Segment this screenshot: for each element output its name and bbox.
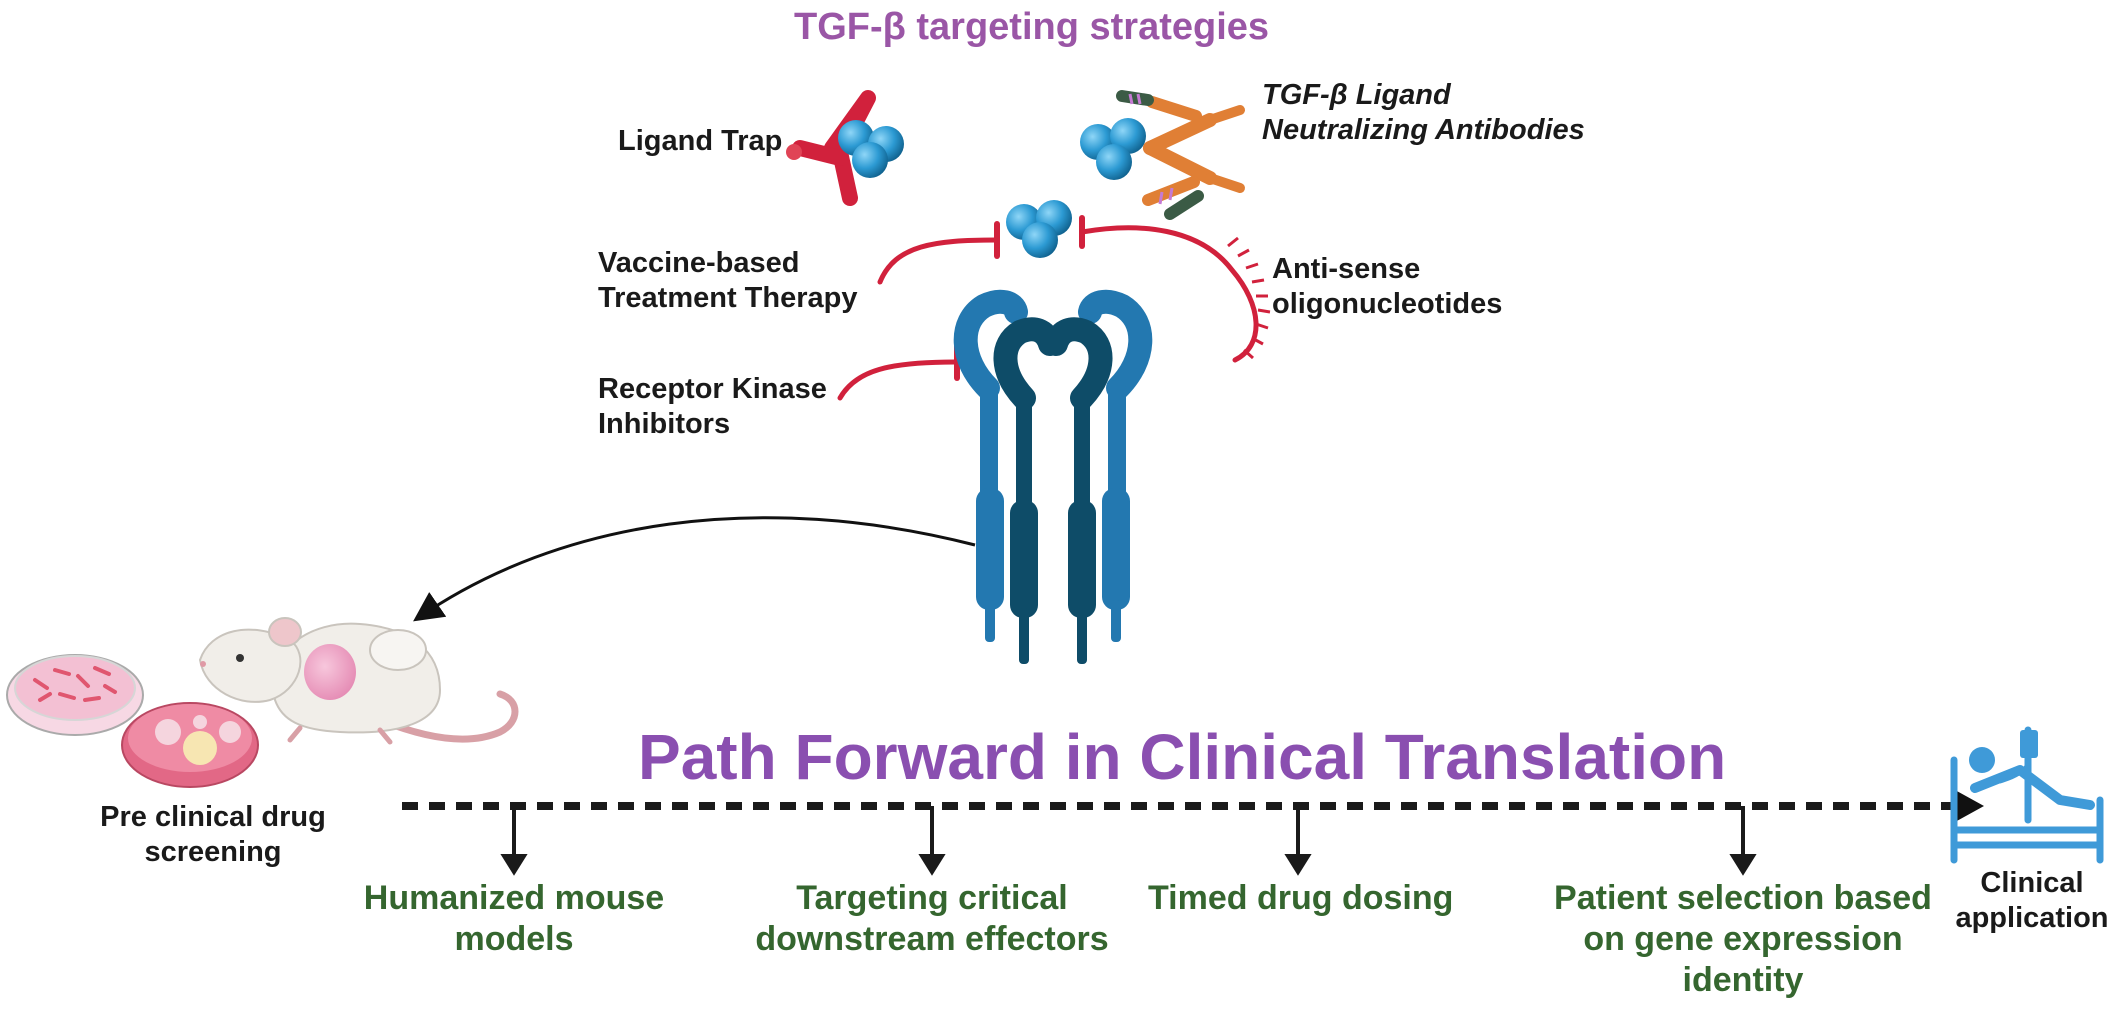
step-line: Humanized mouse	[363, 879, 665, 917]
preclinical-label-line-2: screening	[144, 836, 282, 869]
vaccine-label-line-1: Vaccine-based	[598, 247, 800, 279]
step-downstream-effectors: Targeting critical downstream effectors	[736, 878, 1128, 960]
step-timed-dosing: Timed drug dosing	[1148, 878, 1454, 919]
ligand-trap-icon	[786, 90, 904, 206]
antibodies-label: TGF-β Ligand Neutralizing Antibodies	[1262, 78, 1585, 149]
step-line: Targeting critical	[796, 879, 1068, 917]
antisense-oligo-icon	[1079, 215, 1271, 363]
antibodies-label-line-1: TGF-β Ligand	[1262, 79, 1451, 111]
clinical-label-line-1: Clinical	[1980, 867, 2084, 899]
kinase-inhibitor-line	[837, 343, 960, 401]
kinase-label-line-2: Inhibitors	[598, 408, 731, 441]
step-line: identity	[1682, 960, 1804, 999]
vaccine-label-line-2: Treatment Therapy	[598, 282, 858, 315]
clinical-label-line-2: application	[1955, 902, 2109, 935]
path-title: Path Forward in Clinical Translation	[638, 721, 1727, 793]
step-line: models	[454, 919, 574, 958]
antisense-label-line-2: oligonucleotides	[1272, 288, 1503, 321]
antibodies-label-line-2: Neutralizing Antibodies	[1262, 114, 1585, 147]
receptor-to-mouse-arrow	[413, 516, 976, 622]
step-arrows	[500, 806, 1757, 876]
antisense-label: Anti-sense oligonucleotides	[1272, 252, 1502, 323]
preclinical-label: Pre clinical drug screening	[78, 800, 348, 871]
ligand-trap-label: Ligand Trap	[618, 125, 783, 157]
receptor-icon	[953, 289, 1153, 664]
clinical-label: Clinical application	[1950, 866, 2114, 937]
antisense-label-line-1: Anti-sense	[1272, 253, 1421, 285]
hospital-bed-icon	[1950, 726, 2104, 864]
vaccine-label: Vaccine-based Treatment Therapy	[598, 246, 857, 317]
preclinical-label-line-1: Pre clinical drug	[100, 801, 326, 833]
step-line: on gene expression	[1583, 919, 1903, 958]
step-line: Timed drug dosing	[1148, 879, 1454, 917]
kinase-label: Receptor Kinase Inhibitors	[598, 372, 827, 443]
vaccine-inhibitor-line	[877, 221, 1000, 285]
step-line: downstream effectors	[755, 919, 1109, 958]
diagram-title: TGF-β targeting strategies	[794, 6, 1270, 48]
antibody-icon	[1080, 90, 1245, 220]
mouse-icon	[198, 617, 519, 745]
step-line: Patient selection based	[1554, 879, 1932, 917]
kinase-label-line-1: Receptor Kinase	[598, 373, 827, 405]
petri-dish-icon	[6, 654, 259, 788]
step-patient-selection: Patient selection based on gene expressi…	[1520, 878, 1966, 1000]
tgf-beta-ligand-icon	[1006, 200, 1072, 258]
timeline-arrowhead	[1955, 790, 1984, 822]
step-humanized-mouse: Humanized mouse models	[344, 878, 684, 960]
